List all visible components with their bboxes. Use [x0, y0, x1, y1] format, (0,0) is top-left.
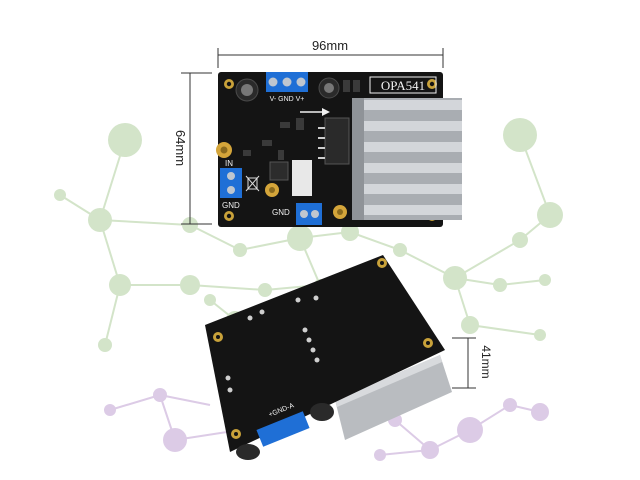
- solder-pins: [225, 295, 320, 393]
- sma-connector-output: [333, 205, 347, 219]
- output-terminal-block: [296, 203, 322, 225]
- smd-components: [243, 80, 360, 160]
- arrow-icon: [300, 108, 330, 116]
- capacitor-bottom: [236, 444, 260, 460]
- sma-connector-input: [216, 142, 232, 158]
- heatsink-top: [352, 98, 462, 220]
- capacitor-bottom: [310, 403, 334, 421]
- output-gnd-label: GND: [272, 208, 290, 217]
- chip-label: OPA541: [381, 78, 425, 93]
- opa541-ic: [324, 117, 350, 165]
- power-header-label: V- GND V+: [270, 96, 305, 103]
- white-component: [292, 160, 312, 196]
- board-bottom-view: +GND-A: [205, 255, 452, 460]
- power-terminal-block: [266, 72, 308, 92]
- height-label: 64mm: [173, 130, 188, 166]
- input-label: IN: [225, 159, 233, 168]
- input-terminal-block: [220, 168, 242, 198]
- heatsink-bottom: [335, 355, 452, 440]
- capacitor: [235, 77, 340, 102]
- width-label: 96mm: [312, 38, 348, 53]
- terminal-block-bottom: [256, 411, 310, 447]
- weee-trash-icon: [245, 175, 260, 192]
- depth-dimension: 41mm: [452, 337, 493, 389]
- depth-label: 41mm: [479, 345, 493, 378]
- pcb-bottom: [205, 255, 445, 452]
- width-dimension: 96mm: [217, 38, 444, 68]
- height-dimension: 64mm: [173, 72, 212, 225]
- sma-connector-center: [265, 183, 279, 197]
- input-gnd-label: GND: [222, 201, 240, 210]
- board-top-view: V- GND V+ OPA541: [216, 72, 462, 227]
